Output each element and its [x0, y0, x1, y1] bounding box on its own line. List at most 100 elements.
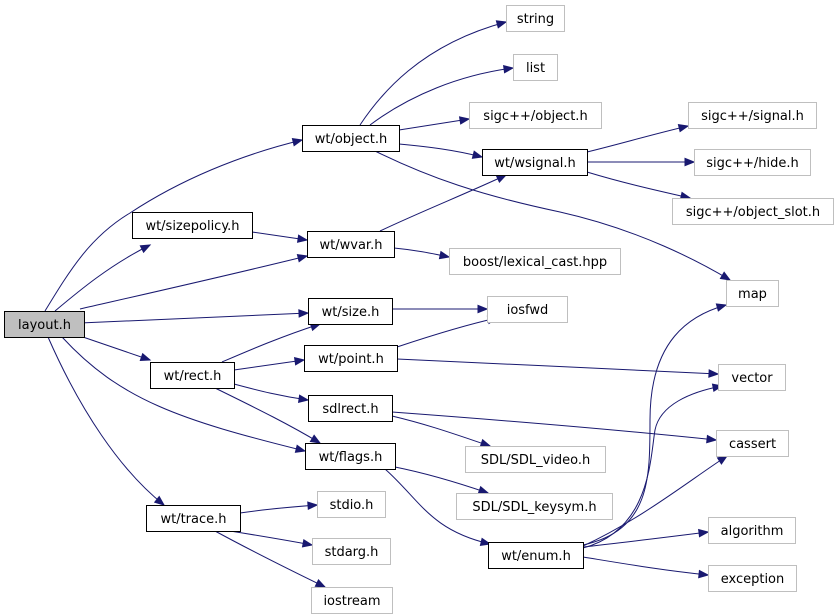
nodes-layer: layout.h wt/object.h wt/sizepolicy.h wt/wva… [4, 5, 834, 614]
node-label: stdarg.h [325, 545, 379, 560]
node-enum[interactable]: wt/enum.h [488, 542, 584, 569]
node-box [304, 345, 398, 372]
node-label: wt/wvar.h [320, 238, 383, 253]
edge-arrowhead [503, 64, 515, 74]
edge-line [229, 530, 313, 546]
node-stdarg: stdarg.h [312, 538, 391, 565]
edge-line [47, 336, 165, 506]
node-box [308, 298, 393, 325]
edge-rect-to-sdlrect [233, 383, 310, 403]
edge-layout-to-flags [61, 336, 307, 453]
edge-arrowhead [479, 438, 492, 448]
node-layout[interactable]: layout.h [4, 311, 85, 338]
node-label: wt/sizepolicy.h [145, 219, 239, 234]
node-box [307, 231, 395, 258]
edge-arrowhead [307, 501, 319, 511]
node-label: exception [721, 572, 785, 587]
node-label: SDL/SDL_keysym.h [472, 500, 596, 515]
edge-line [582, 455, 728, 547]
node-label: sigc++/hide.h [706, 156, 798, 171]
node-label: iosfwd [507, 303, 549, 318]
edge-line [582, 556, 709, 576]
edge-arrowhead [314, 578, 327, 588]
edge-line [374, 150, 731, 281]
node-list: list [513, 54, 558, 81]
edge-line [79, 335, 151, 361]
edge-line [359, 21, 507, 126]
edge-line [221, 323, 321, 363]
node-stdio: stdio.h [317, 491, 386, 518]
edge-object-to-wsignal [398, 143, 484, 159]
node-sdlkeysym: SDL/SDL_keysym.h [456, 493, 613, 520]
node-size[interactable]: wt/size.h [308, 298, 393, 325]
node-flags[interactable]: wt/flags.h [305, 443, 396, 470]
node-sigchide: sigc++/hide.h [694, 149, 811, 176]
node-label: vector [731, 371, 773, 386]
edge-line [398, 118, 470, 131]
node-label: iostream [323, 594, 380, 609]
node-box [506, 5, 565, 32]
edge-line [582, 531, 709, 548]
node-algorithm: algorithm [708, 517, 796, 544]
node-string: string [506, 5, 565, 32]
edge-point-to-vector [396, 358, 720, 378]
node-box [146, 505, 241, 532]
node-label: wt/object.h [315, 132, 388, 147]
node-box [4, 311, 85, 338]
edge-line [394, 466, 489, 494]
edge-line [369, 67, 514, 126]
node-label: boost/lexical_cast.hpp [463, 255, 607, 270]
edge-line [391, 415, 491, 447]
node-wsignal[interactable]: wt/wsignal.h [482, 149, 588, 176]
node-rect[interactable]: wt/rect.h [150, 362, 235, 389]
edge-line [79, 312, 309, 324]
node-label: string [517, 12, 554, 27]
edge-size-to-iosfwd [392, 304, 489, 314]
edge-arrowhead [153, 495, 166, 506]
node-box [708, 565, 797, 592]
edge-arrowhead [296, 234, 309, 243]
node-box [726, 280, 779, 307]
node-exception: exception [708, 565, 797, 592]
edge-layout-to-sizepolicy [54, 244, 152, 312]
edge-line [61, 336, 306, 452]
node-wvar[interactable]: wt/wvar.h [307, 231, 395, 258]
node-label: wt/trace.h [160, 512, 226, 527]
node-box [718, 364, 786, 391]
node-label: sdlrect.h [322, 402, 378, 417]
node-object[interactable]: wt/object.h [302, 125, 400, 152]
node-label: sigc++/signal.h [701, 109, 804, 124]
edge-arrowhead [477, 304, 489, 314]
edge-arrowhead [297, 394, 310, 403]
edge-sdlrect-to-cassert [391, 411, 718, 444]
node-point[interactable]: wt/point.h [304, 345, 398, 372]
edge-arrowhead [309, 434, 322, 444]
edge-sdlrect-to-sdlvideo [391, 415, 492, 448]
node-sizepolicy[interactable]: wt/sizepolicy.h [132, 212, 253, 239]
edge-wvar-to-wsignal [379, 174, 508, 232]
node-box [305, 443, 396, 470]
edge-line [586, 171, 691, 199]
edge-line [214, 530, 326, 588]
node-box [317, 491, 386, 518]
edge-line [379, 174, 507, 232]
edge-line [396, 317, 498, 348]
edge-arrowhead [298, 309, 310, 318]
edge-arrowhead [479, 537, 492, 547]
edge-arrowhead [698, 528, 710, 538]
node-label: wt/point.h [318, 352, 384, 367]
node-trace[interactable]: wt/trace.h [146, 505, 241, 532]
edge-wsignal-to-sigcsignal [586, 123, 690, 153]
edge-trace-to-iostream [214, 530, 327, 588]
node-box [688, 102, 817, 129]
node-label: algorithm [721, 524, 784, 539]
node-sdlrect[interactable]: sdlrect.h [308, 395, 393, 422]
edge-object-to-string [359, 20, 508, 126]
node-box [672, 198, 834, 225]
edge-arrowhead [708, 369, 720, 378]
node-label: sigc++/object.h [483, 109, 587, 124]
node-label: sigc++/object_slot.h [686, 205, 820, 220]
edge-line [54, 244, 151, 312]
edge-line [391, 411, 717, 441]
